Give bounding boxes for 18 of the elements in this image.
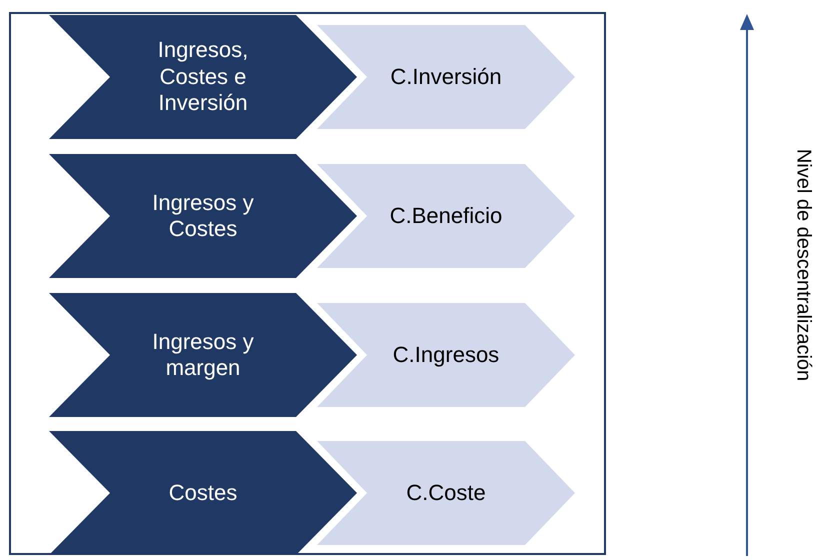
chevron-label: C.Beneficio (388, 202, 504, 230)
chevron-shape (49, 293, 357, 417)
frame-box (9, 12, 606, 555)
chevron-shape (49, 15, 357, 139)
axis-label: Nivel de descentralización (792, 148, 814, 382)
chevron-label: Ingresos y margen (151, 328, 255, 382)
chevron-label: C.Inversión (389, 62, 503, 91)
chevron-shape (49, 431, 357, 555)
chevron-shape (317, 25, 575, 129)
chevron-shape (49, 154, 357, 278)
chevron-label: Costes (168, 478, 238, 507)
chevron-shape (317, 164, 575, 268)
chevron-label: C.Ingresos (392, 340, 500, 369)
chevron-label: Ingresos y Costes (151, 188, 255, 243)
chevron-label: Ingresos, Costes e Inversión (156, 36, 250, 118)
chevron-shape (317, 441, 575, 545)
chevron-label: C.Coste (405, 478, 487, 507)
chevron-shape (317, 303, 575, 407)
